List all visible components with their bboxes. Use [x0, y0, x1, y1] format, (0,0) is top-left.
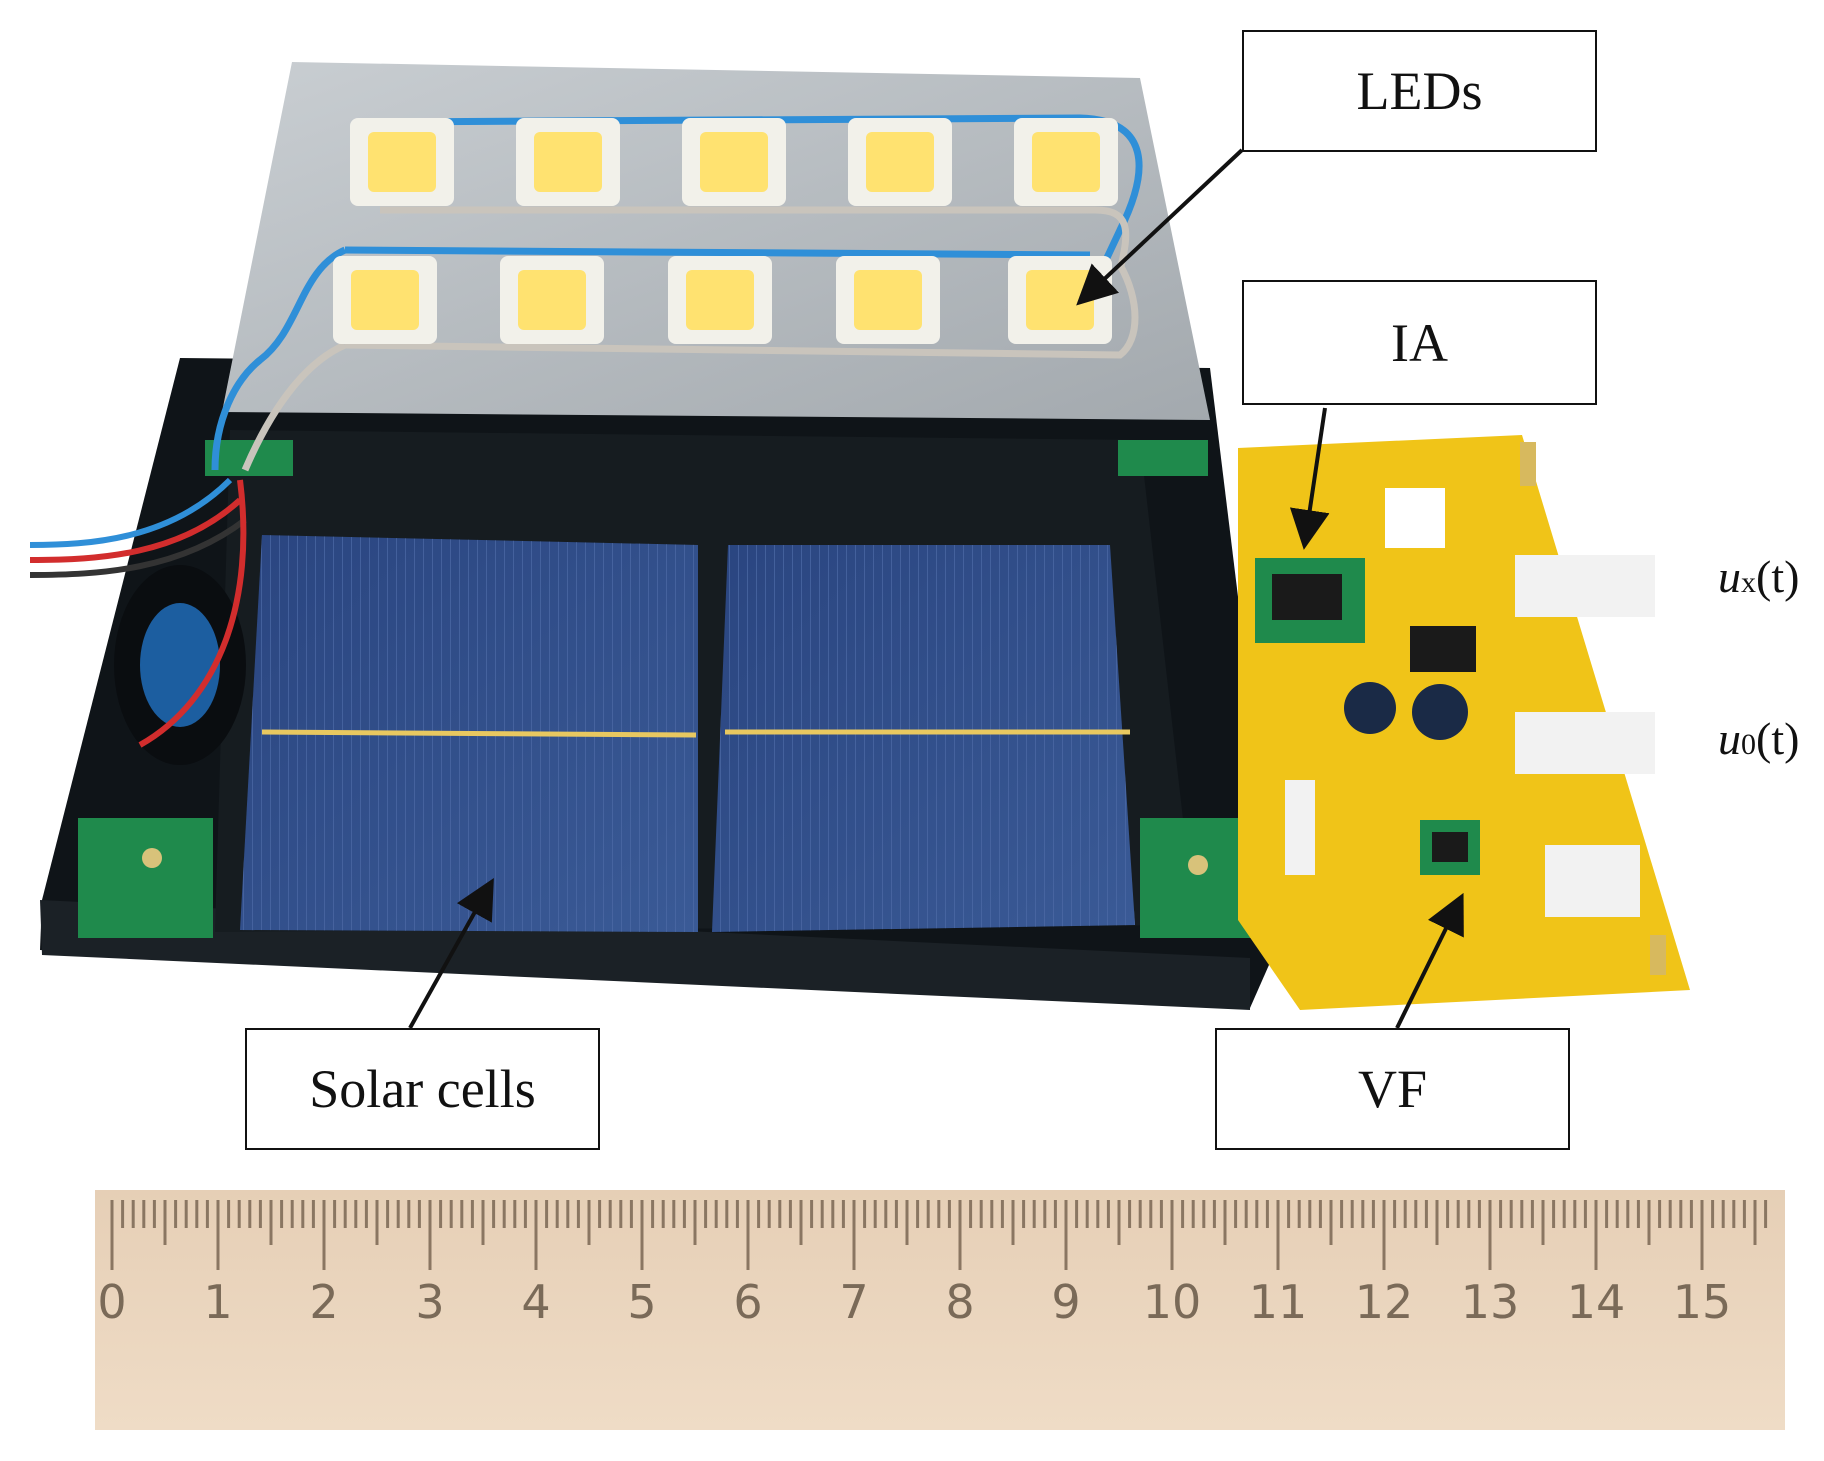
led-4 — [848, 118, 952, 206]
ruler-number: 4 — [521, 1275, 551, 1329]
led-9 — [836, 256, 940, 344]
ruler-number: 7 — [839, 1275, 869, 1329]
callout-arrows — [408, 148, 1464, 1029]
led-5 — [1014, 118, 1118, 206]
left-wires — [29, 477, 247, 748]
ruler-number: 3 — [415, 1275, 445, 1329]
ruler-number: 9 — [1051, 1275, 1081, 1329]
led-1 — [350, 118, 454, 206]
ruler-number: 15 — [1672, 1275, 1732, 1329]
arrow-vf — [1395, 892, 1464, 1029]
ruler — [95, 1190, 1785, 1430]
led-array — [333, 118, 1118, 344]
ruler-number: 0 — [97, 1275, 127, 1329]
arrow-ia — [1289, 407, 1330, 550]
led-10 — [1008, 256, 1112, 344]
ruler-number: 11 — [1248, 1275, 1308, 1329]
label-solar-cells: Solar cells — [245, 1028, 600, 1150]
label-vf: VF — [1215, 1028, 1570, 1150]
ruler-number: 13 — [1460, 1275, 1520, 1329]
pcb-board — [1238, 435, 1690, 1010]
solar-cells — [240, 535, 1135, 932]
signal-u0: u0(t) — [1718, 713, 1800, 764]
led-3 — [682, 118, 786, 206]
led-2 — [516, 118, 620, 206]
ruler-number: 12 — [1354, 1275, 1414, 1329]
led-7 — [500, 256, 604, 344]
cooling-fan — [114, 565, 246, 765]
ruler-number: 6 — [733, 1275, 763, 1329]
ruler-number: 14 — [1566, 1275, 1626, 1329]
led-plate — [211, 62, 1210, 472]
corner-boards — [78, 440, 1270, 938]
led-8 — [668, 256, 772, 344]
ruler-number: 5 — [627, 1275, 657, 1329]
label-leds: LEDs — [1242, 30, 1597, 152]
led-6 — [333, 256, 437, 344]
label-ia: IA — [1242, 280, 1597, 405]
ruler-number: 10 — [1142, 1275, 1202, 1329]
arrow-leds — [1076, 148, 1244, 306]
arrow-solar — [408, 878, 494, 1029]
ruler-number: 8 — [945, 1275, 975, 1329]
ruler-number: 1 — [203, 1275, 233, 1329]
signal-ux: ux(t) — [1718, 551, 1800, 602]
ruler-number: 2 — [309, 1275, 339, 1329]
